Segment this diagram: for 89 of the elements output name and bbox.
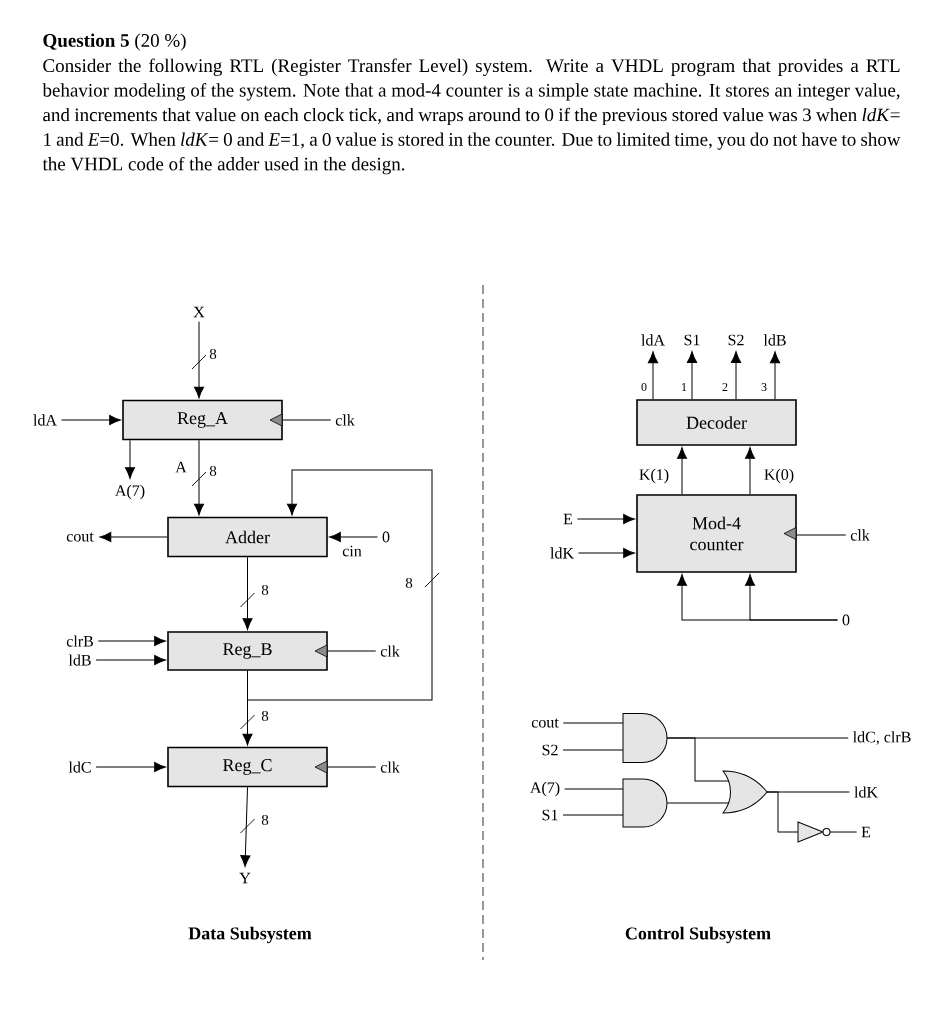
arrow — [676, 447, 688, 495]
wire — [564, 788, 624, 790]
arrow — [61, 414, 121, 426]
edge-label: 8 — [209, 465, 217, 477]
arrow — [744, 574, 838, 621]
not-gate — [797, 821, 831, 843]
signal-label: ldC, clrB — [853, 731, 911, 745]
edge-label: 3 — [761, 382, 767, 392]
signal-label: 0 — [382, 531, 390, 543]
question-text: Consider the following RTL (Register Transfer Level) system. Write a VHDL program that provides a RTL behavior modeling of the system. Note that a mod-4 counter is a simple state machine. It stores an integer value, and increments that value on each clock tick, and wraps around to 0 if the previous stored value was 3 when ldK= 1 and E=0. When ldK= 0 and E=1, a 0 value is stored in the counter. Due to limited time, you do not have to show the VHDL code of the adder used in the design. — [42, 58, 901, 175]
arrow — [99, 531, 168, 543]
signal-label: S1 — [542, 809, 558, 821]
section-caption: Data Subsystem — [188, 926, 312, 944]
signal-label: ldA — [641, 334, 665, 346]
arrow — [95, 761, 166, 773]
signal-label: clk — [335, 414, 355, 426]
register-box: Reg_A — [122, 399, 283, 441]
signal-label: ldC — [68, 761, 91, 773]
signal-label: ldB — [68, 654, 91, 666]
register-box: Reg_C — [167, 746, 328, 788]
wire — [562, 749, 624, 751]
edge-label: 8 — [261, 584, 269, 596]
signal-label: S2 — [542, 744, 558, 756]
arrow — [242, 556, 253, 630]
wire — [666, 737, 730, 782]
wire — [766, 791, 799, 833]
signal-label: X — [193, 306, 205, 318]
wire — [796, 534, 847, 536]
signal-label: ldK — [854, 786, 878, 798]
arrow — [576, 513, 635, 525]
signal-label: A(7) — [530, 781, 560, 797]
signal-label: cout — [66, 532, 94, 542]
arrow — [97, 635, 166, 647]
arrow — [769, 351, 781, 400]
signal-label: S2 — [728, 334, 744, 346]
arrow — [95, 654, 166, 666]
signal-label: ldK — [550, 547, 574, 559]
question-heading: Question 5 (20 %) — [43, 33, 186, 51]
signal-label: clk — [380, 761, 400, 773]
or-gate — [722, 770, 768, 814]
counter-box: Mod-4 counter — [636, 494, 797, 573]
wire — [327, 650, 377, 652]
signal-label: A(7) — [115, 484, 145, 500]
arrow — [744, 447, 756, 495]
wire — [562, 722, 624, 724]
arrow — [730, 351, 742, 400]
signal-label: E — [861, 826, 871, 838]
arrow — [578, 547, 635, 559]
edge-label: 1 — [682, 383, 687, 391]
adder-box: Adder — [167, 516, 328, 558]
signal-label: Y — [239, 872, 251, 884]
signal-label: ldA — [33, 414, 57, 426]
signal-label: E — [563, 513, 573, 525]
decoder-box: Decoder — [636, 399, 797, 446]
wire — [562, 814, 624, 816]
wire — [282, 419, 332, 421]
edge-label: 0 — [641, 382, 647, 392]
arrow — [193, 321, 205, 399]
signal-label: clk — [380, 645, 400, 657]
arrow — [242, 670, 253, 746]
and-gate — [622, 713, 668, 763]
arrow — [193, 439, 205, 516]
arrow — [686, 351, 698, 400]
section-caption: Control Subsystem — [625, 926, 771, 944]
edge-label: cin — [342, 545, 362, 557]
signal-label: 0 — [842, 614, 850, 626]
edge-label: K(1) — [639, 468, 669, 484]
signal-label: clk — [850, 529, 870, 541]
register-box: Reg_B — [167, 631, 328, 671]
signal-label: cout — [531, 718, 559, 728]
wire — [666, 802, 730, 804]
signal-label: S1 — [684, 334, 700, 346]
wire — [327, 766, 377, 768]
edge-label: 8 — [405, 577, 413, 589]
edge-label: 8 — [261, 814, 269, 826]
edge-label: 8 — [261, 710, 269, 722]
arrow — [240, 786, 251, 867]
signal-label: A — [175, 461, 187, 473]
edge-label: 8 — [209, 348, 217, 360]
signal-label: ldB — [763, 334, 786, 346]
arrow — [329, 531, 378, 543]
edge-label: 2 — [722, 383, 728, 391]
signal-label: clrB — [66, 635, 93, 647]
arrow — [647, 351, 659, 400]
arrow — [124, 439, 136, 479]
and-gate — [622, 778, 668, 828]
arrow — [247, 469, 433, 701]
wire — [829, 831, 858, 833]
edge-label: K(0) — [764, 468, 794, 484]
